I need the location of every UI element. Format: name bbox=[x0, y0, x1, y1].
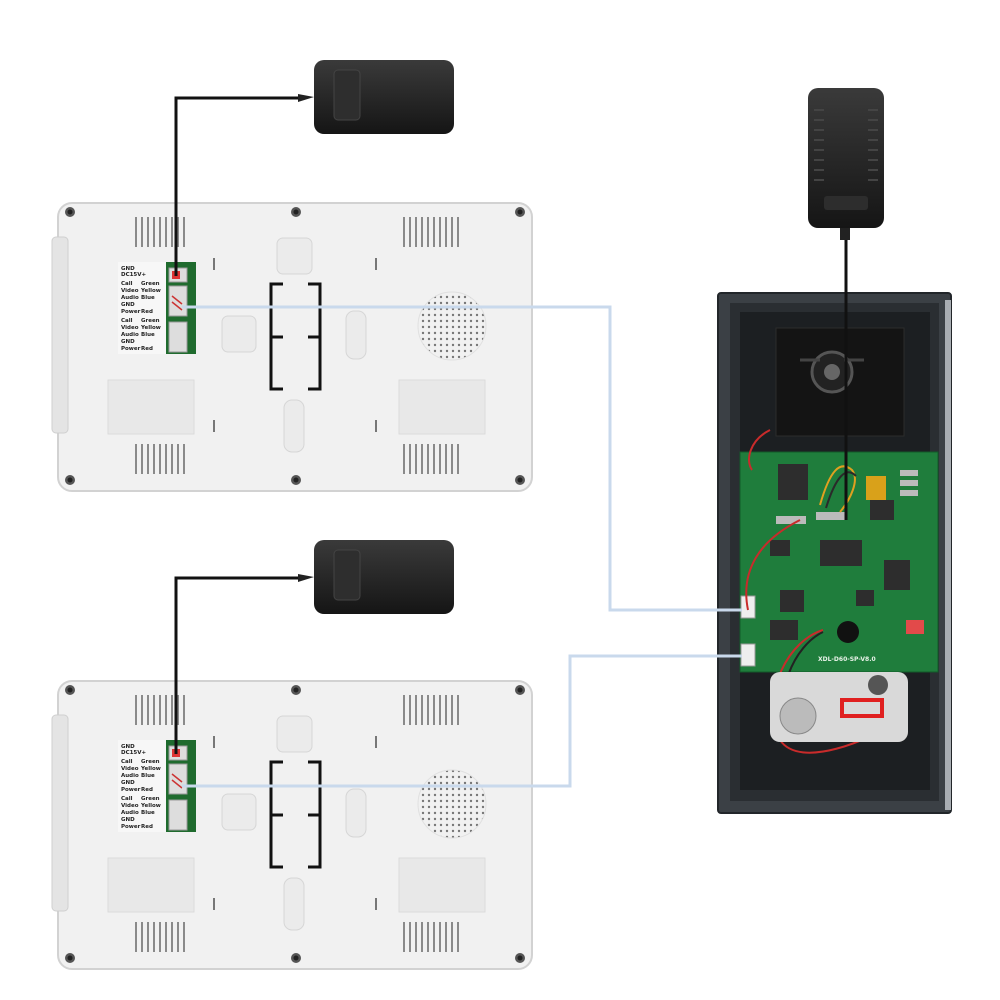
terminal-label: Call bbox=[121, 759, 133, 765]
power-adapter-icon bbox=[808, 88, 884, 240]
camera-module bbox=[775, 327, 905, 437]
wire-label: Yellow bbox=[140, 288, 161, 294]
screw-icon bbox=[515, 207, 525, 217]
wire-label: Green bbox=[141, 759, 160, 765]
wire-label: Red bbox=[141, 346, 153, 352]
terminal-label: GND bbox=[121, 817, 135, 823]
vent bbox=[135, 217, 459, 474]
power-cables bbox=[174, 96, 848, 754]
wire-label: Yellow bbox=[140, 766, 161, 772]
terminal-block-icon bbox=[166, 262, 196, 354]
screw-icon bbox=[291, 685, 301, 695]
terminal-label-block: GND DC15V+ Call Video Audio GND Power Ca… bbox=[118, 740, 168, 832]
wire-label: Yellow bbox=[140, 803, 161, 809]
terminal-label: GND bbox=[121, 744, 135, 750]
power-adapter-icon bbox=[298, 540, 454, 614]
monitor-1: GND DC15V+ Call Video Audio GND Power Ca… bbox=[51, 202, 533, 492]
vent bbox=[135, 695, 459, 952]
terminal-label: GND bbox=[121, 302, 135, 308]
terminal-label: DC15V+ bbox=[121, 750, 147, 756]
wire-label: Red bbox=[141, 309, 153, 315]
screw-icon bbox=[65, 953, 75, 963]
terminal-label: Audio bbox=[121, 810, 139, 816]
screw-icon bbox=[291, 207, 301, 217]
terminal-label: GND bbox=[121, 339, 135, 345]
wire-label: Green bbox=[141, 318, 160, 324]
terminal-label-block: GND DC15V+ Call Video Audio GND Power Ca… bbox=[118, 262, 168, 354]
wire-label: Red bbox=[141, 787, 153, 793]
monitor-2: GND DC15V+ Call Video Audio GND Power Ca… bbox=[51, 680, 533, 970]
signal-cables bbox=[182, 305, 742, 788]
power-adapter-icon bbox=[298, 60, 454, 134]
signal-cable bbox=[182, 654, 742, 788]
terminal-label: Video bbox=[121, 325, 139, 331]
terminal-label: Call bbox=[121, 796, 133, 802]
terminal-label: GND bbox=[121, 780, 135, 786]
terminal-label: Video bbox=[121, 288, 139, 294]
wire-label: Blue bbox=[141, 332, 155, 338]
terminal-label: Power bbox=[121, 787, 141, 793]
speaker-grille-icon bbox=[417, 769, 487, 839]
screw-icon bbox=[291, 475, 301, 485]
signal-cable bbox=[182, 305, 742, 612]
wire-label: Green bbox=[141, 281, 160, 287]
terminal-label: Audio bbox=[121, 295, 139, 301]
screw-icon bbox=[65, 685, 75, 695]
mount-bracket bbox=[269, 760, 322, 869]
terminal-label: Audio bbox=[121, 332, 139, 338]
screw-icon bbox=[65, 475, 75, 485]
screw-icon bbox=[65, 207, 75, 217]
screw-icon bbox=[291, 953, 301, 963]
wire-label: Blue bbox=[141, 773, 155, 779]
terminal-label: Video bbox=[121, 766, 139, 772]
screw-icon bbox=[515, 475, 525, 485]
terminal-label: Call bbox=[121, 281, 133, 287]
wire-label: Blue bbox=[141, 295, 155, 301]
speaker bbox=[770, 672, 908, 742]
screw-icon bbox=[515, 685, 525, 695]
speaker-grille-icon bbox=[417, 291, 487, 361]
terminal-label: Video bbox=[121, 803, 139, 809]
circuit-board: XDL-D60-SP-V8.0 bbox=[739, 451, 939, 673]
terminal-label: DC15V+ bbox=[121, 272, 147, 278]
terminal-label: Power bbox=[121, 309, 141, 315]
power-cable bbox=[174, 576, 298, 754]
board-label: XDL-D60-SP-V8.0 bbox=[818, 656, 876, 663]
terminal-label: Power bbox=[121, 346, 141, 352]
power-cable bbox=[174, 96, 298, 276]
terminal-label: Audio bbox=[121, 773, 139, 779]
terminal-label: Call bbox=[121, 318, 133, 324]
terminal-label: Power bbox=[121, 824, 141, 830]
outdoor-doorbell-unit: XDL-D60-SP-V8.0 bbox=[717, 292, 952, 814]
mount-bracket bbox=[269, 282, 322, 391]
wire-label: Yellow bbox=[140, 325, 161, 331]
wire-label: Red bbox=[141, 824, 153, 830]
screw-icon bbox=[515, 953, 525, 963]
terminal-label: GND bbox=[121, 266, 135, 272]
wire-label: Green bbox=[141, 796, 160, 802]
wire-label: Blue bbox=[141, 810, 155, 816]
